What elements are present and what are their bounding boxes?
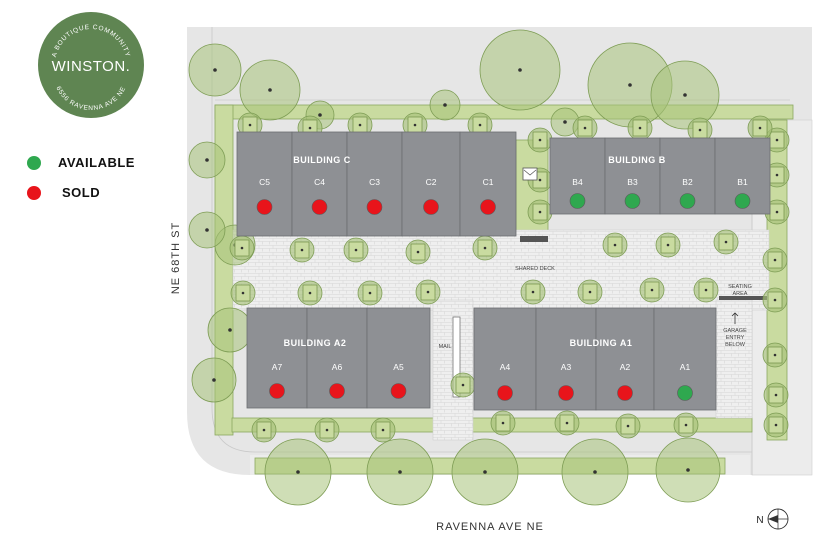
unit-status-sold (390, 383, 407, 399)
mailbox-icon (522, 167, 538, 181)
garage-label-2: ENTRY (726, 335, 745, 341)
garage-label-1: GARAGE (723, 328, 747, 334)
unit-status-sold (311, 199, 328, 215)
unit-label: C4 (314, 177, 325, 187)
unit-label: A5 (393, 362, 404, 372)
unit-c5[interactable]: C5 (236, 131, 293, 237)
site-labels: SHARED DECK SEATING AREA GARAGE ENTRY BE… (439, 167, 752, 350)
unit-status-sold (480, 199, 496, 215)
unit-status-sold (497, 385, 513, 401)
north-label: N (756, 515, 763, 526)
unit-label: A1 (680, 362, 691, 372)
unit-status-available (679, 193, 696, 209)
street-label-ravenna: RAVENNA AVE NE (436, 521, 544, 533)
unit-status-sold (617, 385, 633, 401)
unit-c4[interactable]: C4 (291, 131, 348, 237)
unit-c2[interactable]: C2 (401, 131, 461, 237)
unit-label: B3 (627, 177, 638, 187)
unit-label: A4 (500, 362, 511, 372)
legend-sold-dot (27, 186, 41, 200)
unit-b1[interactable]: B1 (714, 137, 771, 215)
seating-area-label-1: SEATING (728, 284, 752, 290)
unit-status-sold (423, 199, 439, 215)
unit-a2[interactable]: A2 (595, 307, 655, 411)
unit-c1[interactable]: C1 (459, 131, 517, 237)
unit-footprint (346, 131, 403, 237)
building-building-c: C5 C4 C3 C2 C1 BUILDING C (236, 131, 517, 237)
building-title: BUILDING A1 (570, 338, 633, 348)
unit-label: C3 (369, 177, 380, 187)
building-title: BUILDING B (608, 155, 666, 165)
north-arrow: N (756, 508, 789, 530)
unit-a7[interactable]: A7 (246, 307, 308, 409)
unit-label: A7 (272, 362, 283, 372)
unit-a3[interactable]: A3 (535, 307, 597, 411)
legend-sold-label: SOLD (62, 185, 100, 200)
unit-a4[interactable]: A4 (473, 307, 537, 411)
unit-label: C5 (259, 177, 270, 187)
legend-available-dot (27, 156, 41, 170)
shared-deck-label: SHARED DECK (515, 266, 555, 272)
unit-b4[interactable]: B4 (549, 137, 606, 215)
street-label-ne68th: NE 68TH ST (170, 222, 182, 294)
trees (188, 29, 790, 506)
unit-label: B1 (737, 177, 748, 187)
building-building-a2: A7 A6 A5 BUILDING A2 (246, 307, 431, 409)
building-building-a1: A4 A3 A2 A1 BUILDING A1 (473, 307, 717, 411)
unit-label: A3 (561, 362, 572, 372)
unit-status-available (677, 385, 693, 401)
winston-logo: A BOUTIQUE COMMUNITY WINSTON. 6556 RAVEN… (38, 12, 144, 118)
unit-footprint (236, 131, 293, 237)
unit-footprint (306, 307, 368, 409)
unit-status-sold (366, 199, 383, 215)
unit-footprint (291, 131, 348, 237)
unit-status-sold (329, 383, 345, 399)
unit-status-available (624, 193, 641, 209)
building-title: BUILDING C (293, 155, 351, 165)
unit-label: C1 (483, 177, 494, 187)
unit-footprint (549, 137, 606, 215)
unit-b3[interactable]: B3 (604, 137, 661, 215)
unit-a6[interactable]: A6 (306, 307, 368, 409)
logo-name: WINSTON. (52, 58, 131, 75)
unit-footprint (459, 131, 517, 237)
unit-label: A2 (620, 362, 631, 372)
unit-b2[interactable]: B2 (659, 137, 716, 215)
buildings: C5 C4 C3 C2 C1 BUILDING C B4 B3 B2 B1 BUILDING B A7… (236, 131, 771, 411)
building-title: BUILDING A2 (284, 338, 347, 348)
unit-a1[interactable]: A1 (653, 307, 717, 411)
unit-label: B4 (572, 177, 583, 187)
garage-arrow-icon (731, 312, 739, 324)
garage-label-3: BELOW (725, 342, 746, 348)
seating-area-label-2: AREA (733, 291, 748, 297)
mail-label: MAIL (439, 344, 452, 350)
unit-label: C2 (426, 177, 437, 187)
unit-status-available (569, 193, 586, 209)
unit-status-sold (256, 199, 273, 215)
unit-label: A6 (332, 362, 343, 372)
unit-c3[interactable]: C3 (346, 131, 403, 237)
unit-status-available (734, 193, 751, 209)
unit-status-sold (558, 385, 574, 401)
legend: AVAILABLE SOLD (27, 155, 135, 200)
unit-status-sold (269, 383, 285, 399)
legend-available-label: AVAILABLE (58, 155, 135, 170)
unit-a5[interactable]: A5 (366, 307, 431, 409)
unit-label: B2 (682, 177, 693, 187)
building-building-b: B4 B3 B2 B1 BUILDING B (549, 137, 771, 215)
